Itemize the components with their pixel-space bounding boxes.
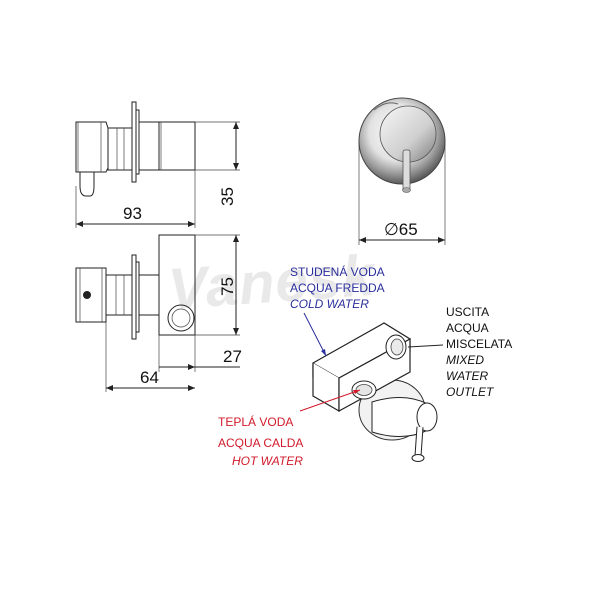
outlet-label-6: OUTLET (446, 385, 495, 399)
dim-diameter-65: ∅65 (384, 220, 418, 239)
dim-93: 93 (123, 204, 142, 223)
cold-label-en: COLD WATER (290, 297, 369, 311)
dim-27: 27 (223, 347, 242, 366)
outlet-label-5: WATER (446, 369, 489, 383)
dim-64: 64 (140, 368, 159, 387)
hot-label-en: HOT WATER (232, 454, 303, 468)
hot-label-it: ACQUA CALDA (218, 436, 303, 450)
isometric-view (312, 322, 438, 462)
hot-water-label: TEPLÁ VODA ACQUA CALDA HOT WATER (218, 414, 303, 468)
dim-35: 35 (218, 187, 237, 206)
cold-label-it: ACQUA FREDDA (290, 281, 385, 295)
outlet-label: USCITA ACQUA MISCELATA MIXED WATER OUTLE… (446, 305, 512, 399)
side-view-top: 93 35 (75, 101, 240, 228)
dim-75: 75 (218, 277, 237, 296)
front-view: ∅65 (358, 97, 446, 245)
outlet-label-4: MIXED (446, 353, 484, 367)
cold-label-cz: STUDENÁ VODA (290, 264, 385, 279)
watermark-text: Vanesk (166, 243, 379, 322)
hot-label-cz: TEPLÁ VODA (218, 414, 293, 429)
side-view-bottom: 75 27 64 (75, 234, 242, 392)
outlet-label-3: MISCELATA (446, 337, 512, 351)
outlet-label-2: ACQUA (446, 321, 489, 335)
outlet-label-1: USCITA (446, 305, 489, 319)
cold-water-label: STUDENÁ VODA ACQUA FREDDA COLD WATER (290, 264, 385, 311)
